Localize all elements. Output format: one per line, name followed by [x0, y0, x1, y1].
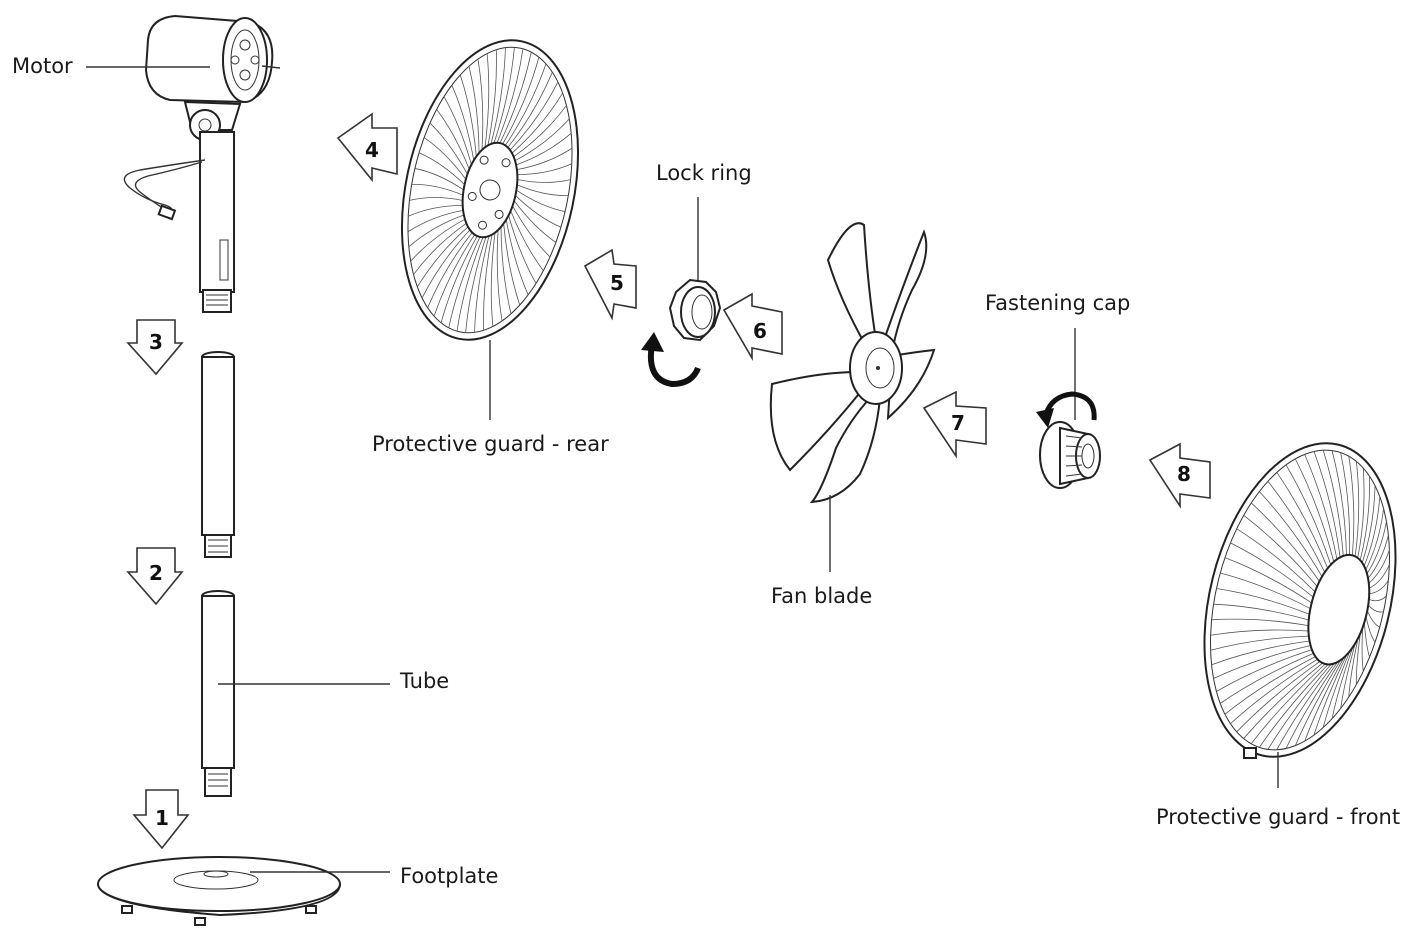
step-4-arrow: 4 — [338, 114, 397, 180]
fastening-cap-label: Fastening cap — [985, 291, 1130, 315]
step-7-number: 7 — [951, 411, 965, 435]
front-guard — [1174, 423, 1423, 777]
step-2-number: 2 — [149, 561, 163, 585]
motor-label: Motor — [12, 54, 73, 78]
step-5-number: 5 — [610, 271, 624, 295]
middle-tube — [202, 352, 234, 557]
front-guard-label: Protective guard - front — [1156, 805, 1400, 829]
step-1-number: 1 — [155, 806, 169, 830]
rear-guard-label: Protective guard - rear — [372, 432, 609, 456]
fastening-cap — [1036, 394, 1100, 488]
footplate-label: Footplate — [400, 864, 498, 888]
step-3-arrow: 3 — [128, 320, 182, 374]
footplate — [98, 857, 340, 925]
step-6-number: 6 — [753, 319, 767, 343]
step-7-arrow: 7 — [924, 392, 986, 456]
step-1-arrow: 1 — [134, 790, 188, 848]
step-8-number: 8 — [1177, 462, 1191, 486]
step-3-number: 3 — [149, 330, 163, 354]
step-6-arrow: 6 — [724, 294, 782, 358]
motor-assembly — [124, 16, 280, 312]
fan-blade-label: Fan blade — [771, 584, 872, 608]
lock-ring — [641, 280, 720, 384]
rear-guard — [376, 24, 604, 356]
tube-label: Tube — [399, 669, 449, 693]
front-guard-clip — [1244, 748, 1256, 758]
step-5-arrow: 5 — [585, 250, 636, 318]
lower-tube — [202, 591, 234, 796]
step-2-arrow: 2 — [128, 548, 182, 604]
fan-blade — [771, 223, 934, 502]
lock-ring-label: Lock ring — [656, 161, 752, 185]
step-8-arrow: 8 — [1150, 444, 1210, 506]
step-4-number: 4 — [365, 138, 379, 162]
